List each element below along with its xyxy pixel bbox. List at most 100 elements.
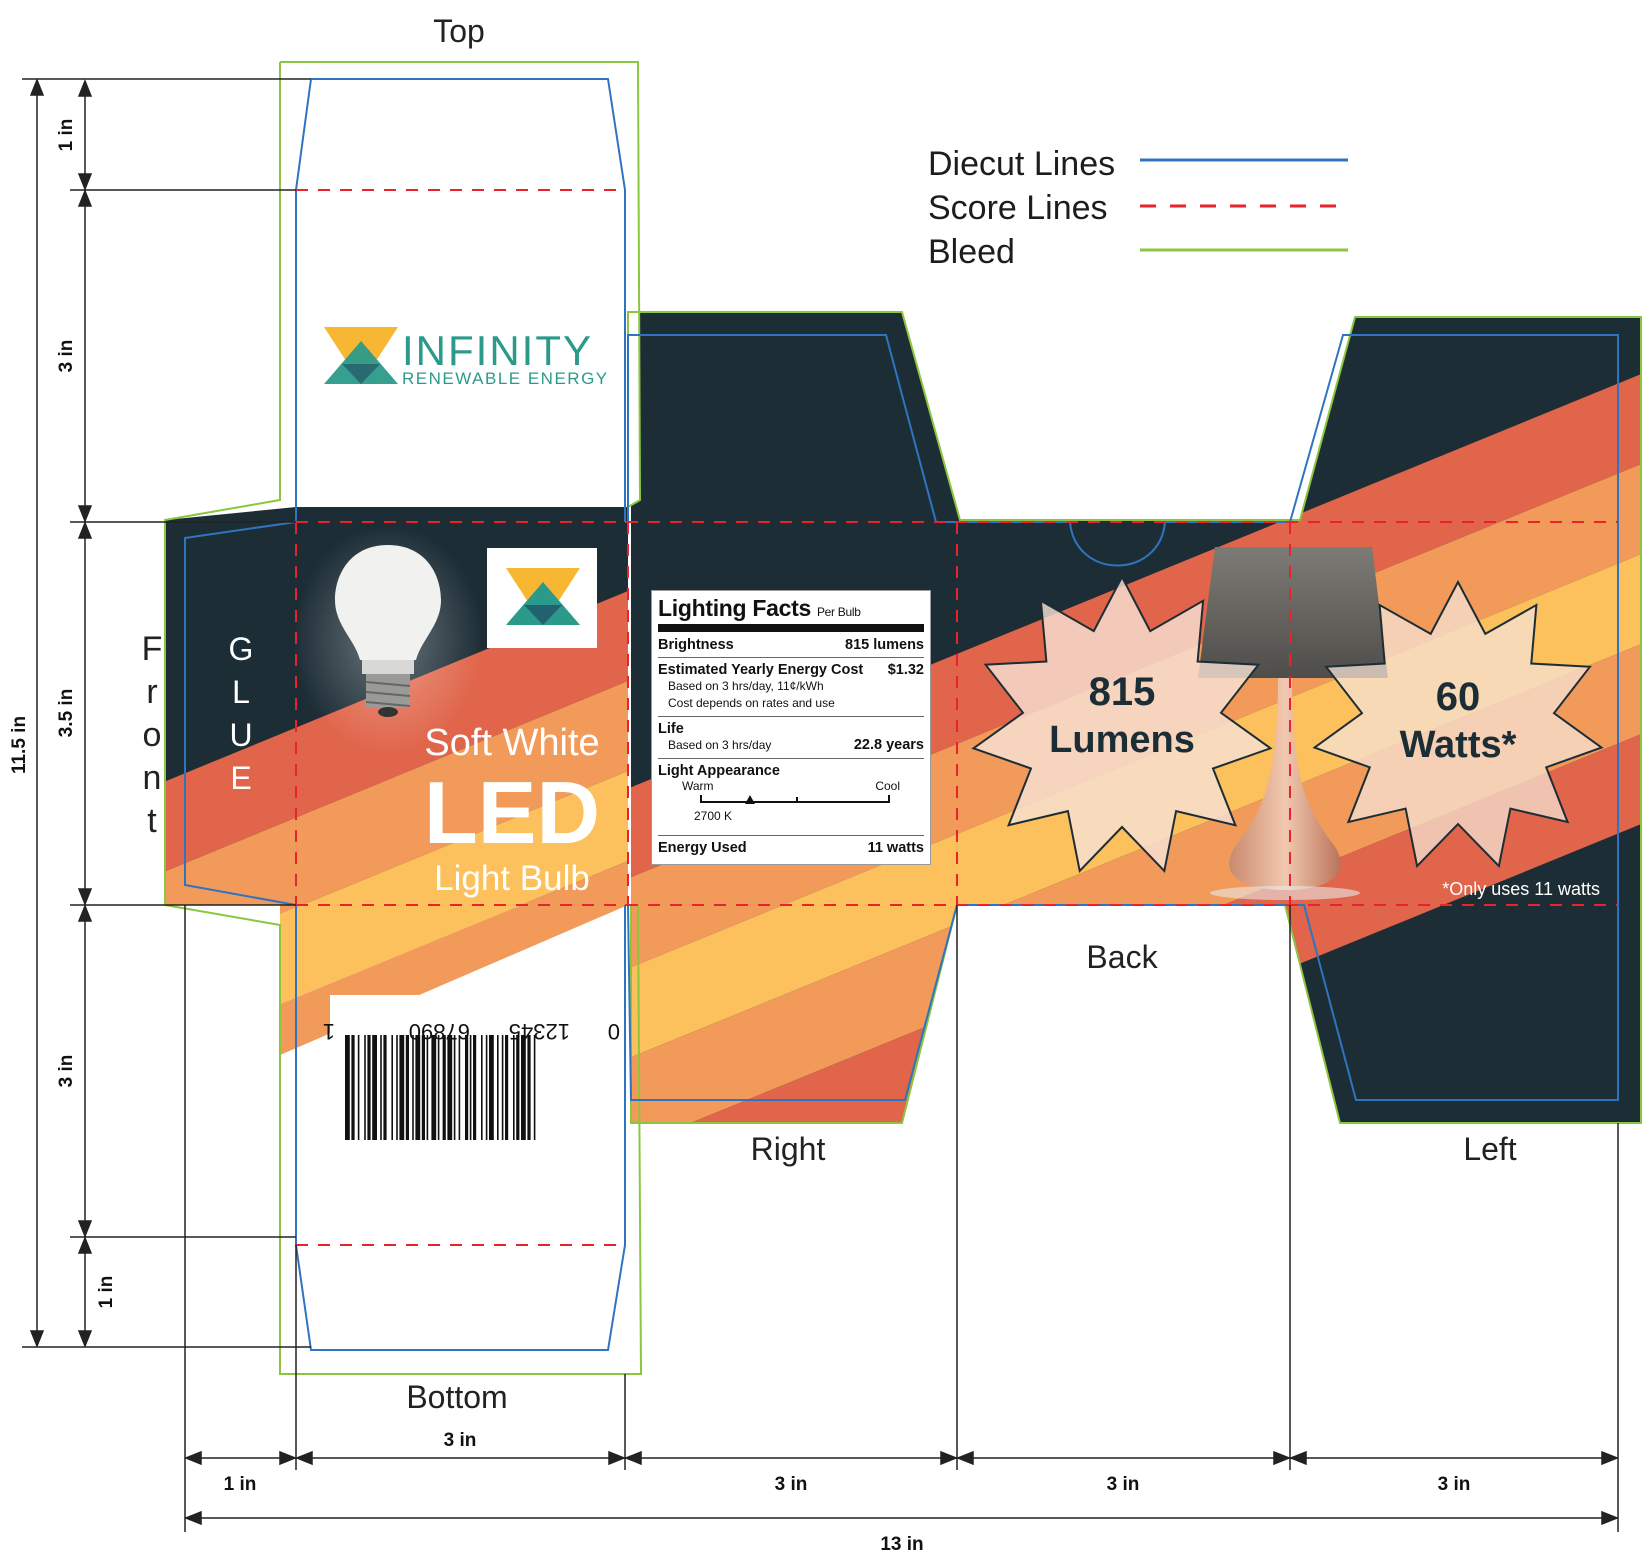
barcode-digits-mid2: 67890: [409, 1019, 470, 1044]
facts-cost-note2: Cost depends on rates and use: [668, 696, 835, 710]
logo-triangle-teal: [324, 341, 398, 384]
barcode-bar: [437, 1035, 440, 1140]
lumens-burst: 815 Lumens: [971, 574, 1273, 873]
barcode-bar: [399, 1035, 405, 1140]
facts-cost-value: $1.32: [887, 662, 924, 678]
watts-word: Watts*: [1400, 724, 1517, 766]
barcode-bar: [516, 1035, 520, 1140]
dim-back-width: 3 in: [1107, 1474, 1140, 1495]
product-line1: Soft White: [424, 722, 599, 764]
watts-burst: 60 Watts*: [1312, 579, 1604, 869]
barcode-bar: [345, 1035, 350, 1140]
facts-appearance-label: Light Appearance: [658, 763, 780, 779]
barcode-bar: [447, 1035, 453, 1140]
dimension-lines: [22, 77, 1620, 1532]
facts-brightness-row: Brightness 815 lumens: [658, 637, 924, 653]
barcode-bar: [527, 1035, 531, 1140]
dimension-labels: 11.5 in 1 in 3 in 3.5 in 3 in 1 in 3 in …: [9, 119, 1470, 1555]
dim-overall-height: 11.5 in: [9, 716, 30, 774]
dim-front-width: 3 in: [444, 1430, 477, 1451]
dim-right-width: 3 in: [775, 1474, 808, 1495]
dim-top-panel: 3 in: [56, 340, 77, 373]
stripe-yellow: [165, 520, 628, 1058]
facts-cost-label: Estimated Yearly Energy Cost: [658, 662, 864, 678]
facts-cost-note1: Based on 3 hrs/day, 11¢/kWh: [668, 679, 824, 693]
front-label-letter: n: [143, 759, 162, 797]
facts-warm: Warm: [682, 779, 714, 793]
legend-diecut-label: Diecut Lines: [928, 145, 1115, 183]
barcode-digits-mid1: 12345: [509, 1019, 570, 1044]
dim-bottom-flap: 1 in: [96, 1276, 117, 1309]
barcode-bar: [469, 1035, 472, 1140]
dim-top-flap: 1 in: [56, 119, 77, 152]
product-line2: LED: [424, 763, 600, 862]
barcode-bar: [505, 1035, 509, 1140]
facts-kelvin: 2700 K: [694, 809, 733, 823]
barcode-bar: [405, 1035, 409, 1140]
dim-overall-width: 13 in: [880, 1534, 923, 1555]
barcode-bar: [383, 1035, 387, 1140]
brand-name: INFINITY: [402, 327, 593, 374]
footnote: *Only uses 11 watts: [1442, 879, 1600, 899]
barcode-bar: [421, 1035, 425, 1140]
facts-life-note: Based on 3 hrs/day: [668, 738, 772, 752]
label-back: Back: [1086, 939, 1158, 975]
front-label-letter: o: [143, 716, 162, 754]
glue-label-letter: U: [229, 717, 252, 753]
bleed-lines: [164, 61, 1642, 1375]
legend-bleed-label: Bleed: [928, 233, 1015, 271]
front-label-letter: r: [146, 673, 157, 711]
label-right: Right: [751, 1131, 826, 1167]
barcode-bar: [489, 1035, 494, 1140]
barcode-digit-left: 0: [608, 1019, 620, 1044]
front-label-letter: F: [142, 630, 163, 668]
glue-label-letter: E: [230, 760, 251, 796]
watts-number: 60: [1436, 675, 1481, 719]
stripe-red-1: [165, 520, 628, 890]
lumens-number: 815: [1089, 670, 1156, 714]
facts-energy-label: Energy Used: [658, 840, 747, 856]
barcode-bar: [431, 1035, 437, 1140]
dim-bottom-panel: 3 in: [56, 1055, 77, 1088]
bulb-illustration: [293, 525, 483, 755]
barcode-bar: [481, 1035, 483, 1140]
lamp-shade: [1198, 547, 1388, 678]
barcode-bar: [372, 1035, 377, 1140]
barcode-bar: [412, 1035, 414, 1140]
infinity-logo: INFINITY RENEWABLE ENERGY: [324, 327, 609, 388]
barcode-bar: [391, 1035, 393, 1140]
facts-life-row: Life: [658, 721, 924, 737]
label-left: Left: [1463, 1131, 1516, 1167]
barcode-bar: [380, 1035, 382, 1140]
brand-tagline: RENEWABLE ENERGY: [402, 369, 609, 388]
barcode-bar: [426, 1035, 429, 1140]
facts-brightness-label: Brightness: [658, 637, 734, 653]
facts-appearance-scale: Warm Cool 2700 K: [658, 779, 924, 831]
barcode-bar: [473, 1035, 477, 1140]
barcode-bar: [458, 1035, 461, 1140]
barcode-digit-right: 1: [323, 1019, 335, 1044]
legend-score-label: Score Lines: [928, 189, 1108, 227]
barcode-bar: [367, 1035, 371, 1140]
dim-left-width: 3 in: [1438, 1474, 1471, 1495]
product-line3: Light Bulb: [434, 859, 590, 898]
barcode-bar: [465, 1035, 469, 1140]
dim-front-height: 3.5 in: [56, 689, 77, 738]
lumens-word: Lumens: [1049, 719, 1195, 761]
label-bottom: Bottom: [406, 1379, 507, 1415]
barcode-bar: [364, 1035, 366, 1140]
barcode-bar: [396, 1035, 398, 1140]
front-label-letter: t: [147, 802, 157, 840]
bulb-glass: [335, 545, 441, 660]
facts-brightness-value: 815 lumens: [845, 637, 924, 653]
barcode-bar: [533, 1035, 536, 1140]
glue-label-letter: L: [232, 674, 250, 710]
facts-cool: Cool: [875, 779, 900, 793]
barcode-bar: [453, 1035, 456, 1140]
barcode-bar: [521, 1035, 526, 1140]
